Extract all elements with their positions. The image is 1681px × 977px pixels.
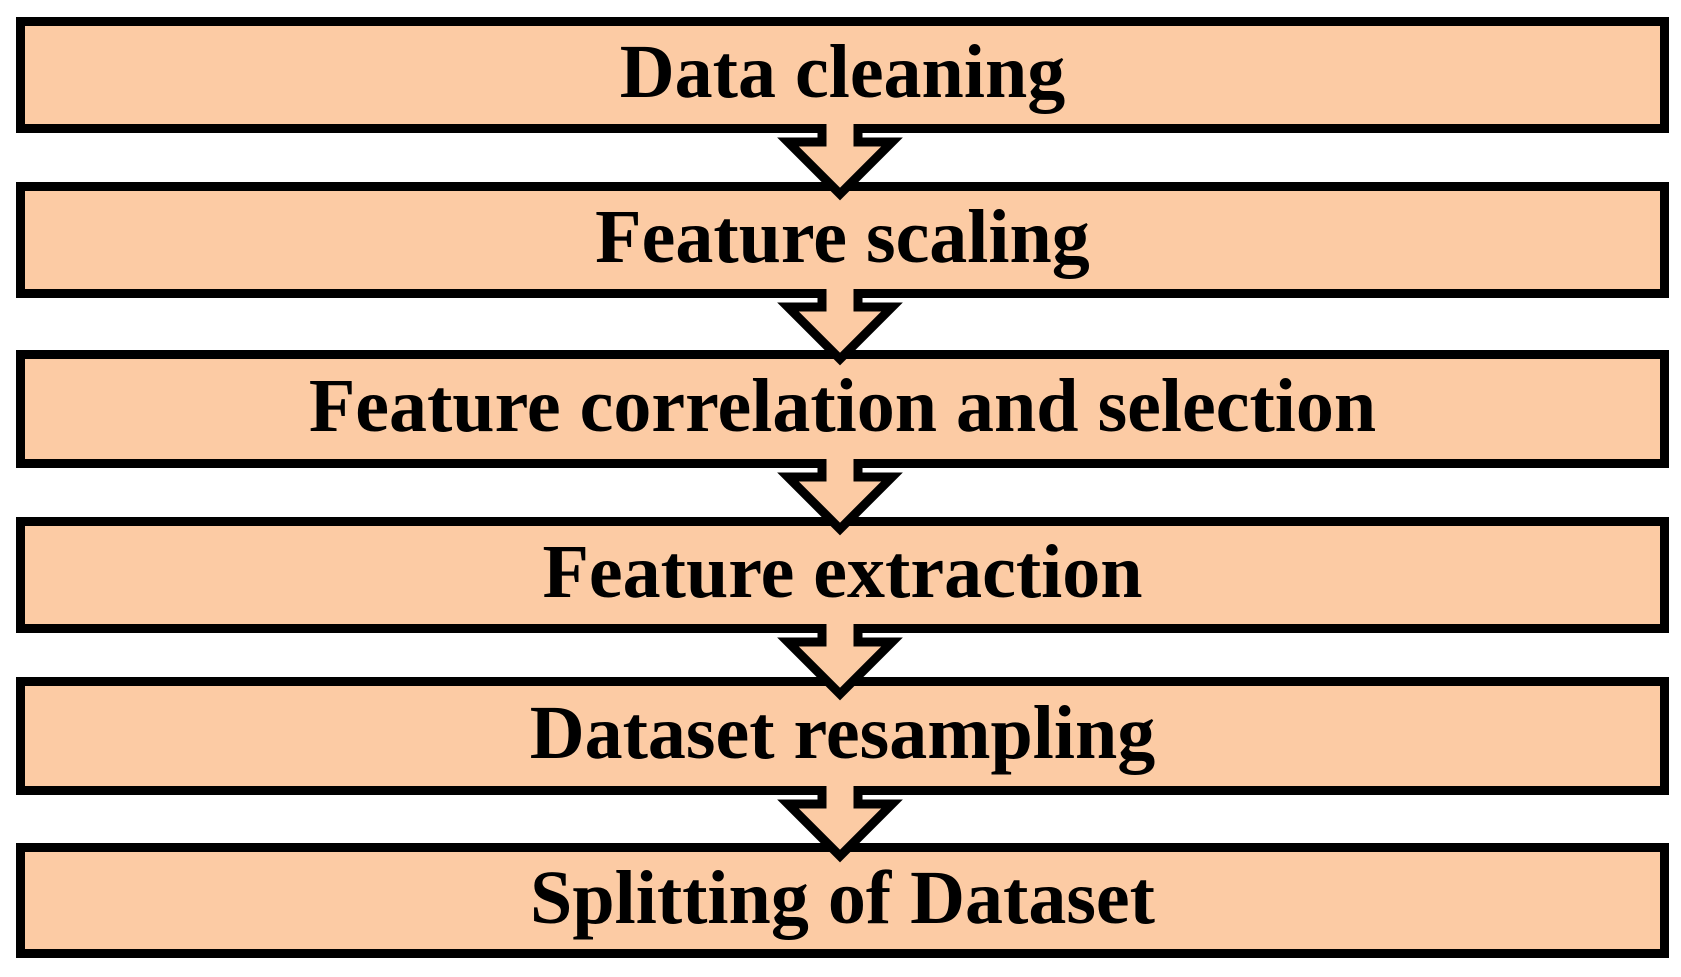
step-box-feature-extraction: Feature extraction <box>16 517 1669 633</box>
down-arrow-icon <box>777 624 903 701</box>
step-box-data-cleaning: Data cleaning <box>16 17 1669 133</box>
step-label: Dataset resampling <box>529 691 1156 775</box>
down-arrow-icon <box>777 124 903 201</box>
step-label: Feature extraction <box>542 530 1143 614</box>
down-arrow-icon <box>777 459 903 536</box>
step-box-splitting-of-dataset: Splitting of Dataset <box>16 843 1669 958</box>
down-arrow-icon <box>777 786 903 863</box>
down-arrow-icon <box>777 289 903 366</box>
step-label: Splitting of Dataset <box>530 855 1155 940</box>
step-box-feature-correlation-and-selection: Feature correlation and selection <box>16 350 1669 468</box>
step-label: Feature correlation and selection <box>308 364 1377 448</box>
step-label: Feature scaling <box>595 195 1090 279</box>
step-label: Data cleaning <box>619 30 1066 114</box>
step-box-feature-scaling: Feature scaling <box>16 182 1669 298</box>
